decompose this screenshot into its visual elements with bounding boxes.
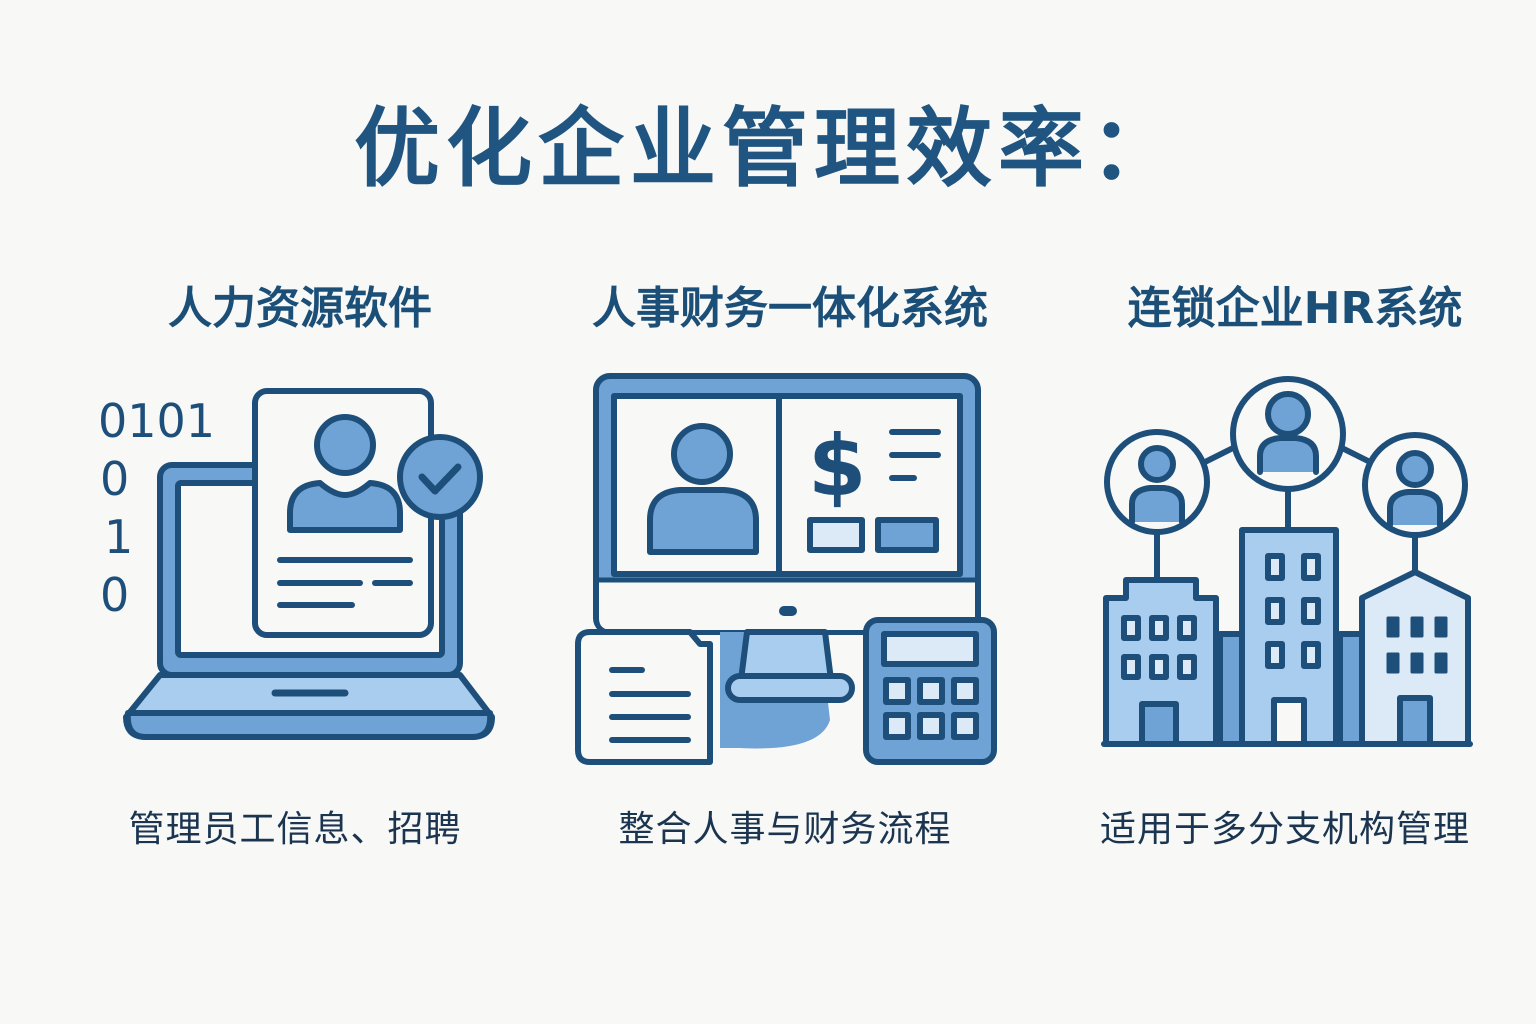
monitor-person-finance-calculator-icon: $ [575,373,997,765]
column-description-hr-software: 管理员工信息、招聘 [128,809,462,850]
laptop-resume-check-icon [123,388,495,740]
column-title-hr-software: 人力资源软件 [168,283,432,334]
binary-line: 0 [100,568,130,622]
binary-line: 0 [100,452,130,506]
column-title-hr-finance: 人事财务一体化系统 [592,283,988,334]
dollar-sign-icon: $ [808,417,866,515]
column-description-chain-hr: 适用于多分支机构管理 [1099,809,1470,850]
page-title: 优化企业管理效率： [354,99,1182,199]
binary-code-decoration: 0101 0 1 0 [98,392,215,624]
binary-line: 1 [104,510,134,564]
column-description-hr-finance: 整合人事与财务流程 [618,809,952,850]
buildings-network-people-icon [1101,376,1473,747]
column-title-chain-hr: 连锁企业HR系统 [1127,283,1463,334]
binary-line: 0101 [98,394,216,448]
